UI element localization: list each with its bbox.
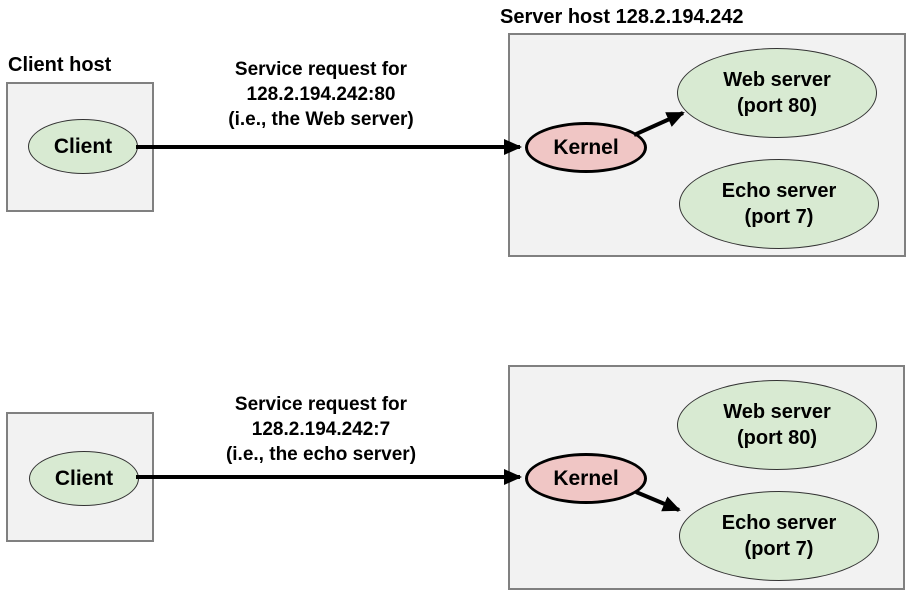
request-line-1: Service request for — [234, 394, 408, 415]
kernel-ellipse-bottom: Kernel — [525, 453, 647, 504]
echo-server-ellipse-bottom: Echo server (port 7) — [679, 491, 879, 581]
request-line-2: 128.2.194.242:7 — [251, 419, 391, 440]
echo-server-label-line-1: Echo server — [721, 180, 837, 202]
client-process-label: Client — [54, 466, 114, 490]
web-server-label-line-1: Web server — [723, 69, 831, 91]
request-line-3: (i.e., the Web server) — [228, 109, 414, 130]
echo-server-label-line-2: (port 7) — [744, 538, 814, 560]
web-server-ellipse-bottom: Web server (port 80) — [677, 380, 877, 470]
request-line-1: Service request for — [234, 59, 408, 80]
service-request-label-bottom: Service request for 128.2.194.242:7 (i.e… — [191, 392, 451, 467]
echo-server-ellipse-top: Echo server (port 7) — [679, 159, 879, 249]
kernel-label: Kernel — [553, 135, 619, 159]
service-request-label-top: Service request for 128.2.194.242:80 (i.… — [191, 57, 451, 132]
request-line-2: 128.2.194.242:80 — [246, 84, 396, 105]
web-server-label-line-2: (port 80) — [737, 95, 817, 117]
echo-server-label-line-1: Echo server — [721, 512, 837, 534]
client-process-bottom: Client — [29, 451, 139, 506]
web-server-label-line-2: (port 80) — [737, 427, 817, 449]
client-process-label: Client — [53, 134, 113, 158]
client-host-title: Client host — [8, 54, 112, 76]
echo-server-label-line-2: (port 7) — [744, 206, 814, 228]
web-server-label-line-1: Web server — [723, 401, 831, 423]
request-line-3: (i.e., the echo server) — [225, 444, 417, 465]
client-process-top: Client — [28, 119, 138, 174]
web-server-ellipse-top: Web server (port 80) — [677, 48, 877, 138]
kernel-label: Kernel — [553, 466, 619, 490]
kernel-ellipse-top: Kernel — [525, 122, 647, 173]
server-host-title: Server host 128.2.194.242 — [500, 6, 744, 28]
